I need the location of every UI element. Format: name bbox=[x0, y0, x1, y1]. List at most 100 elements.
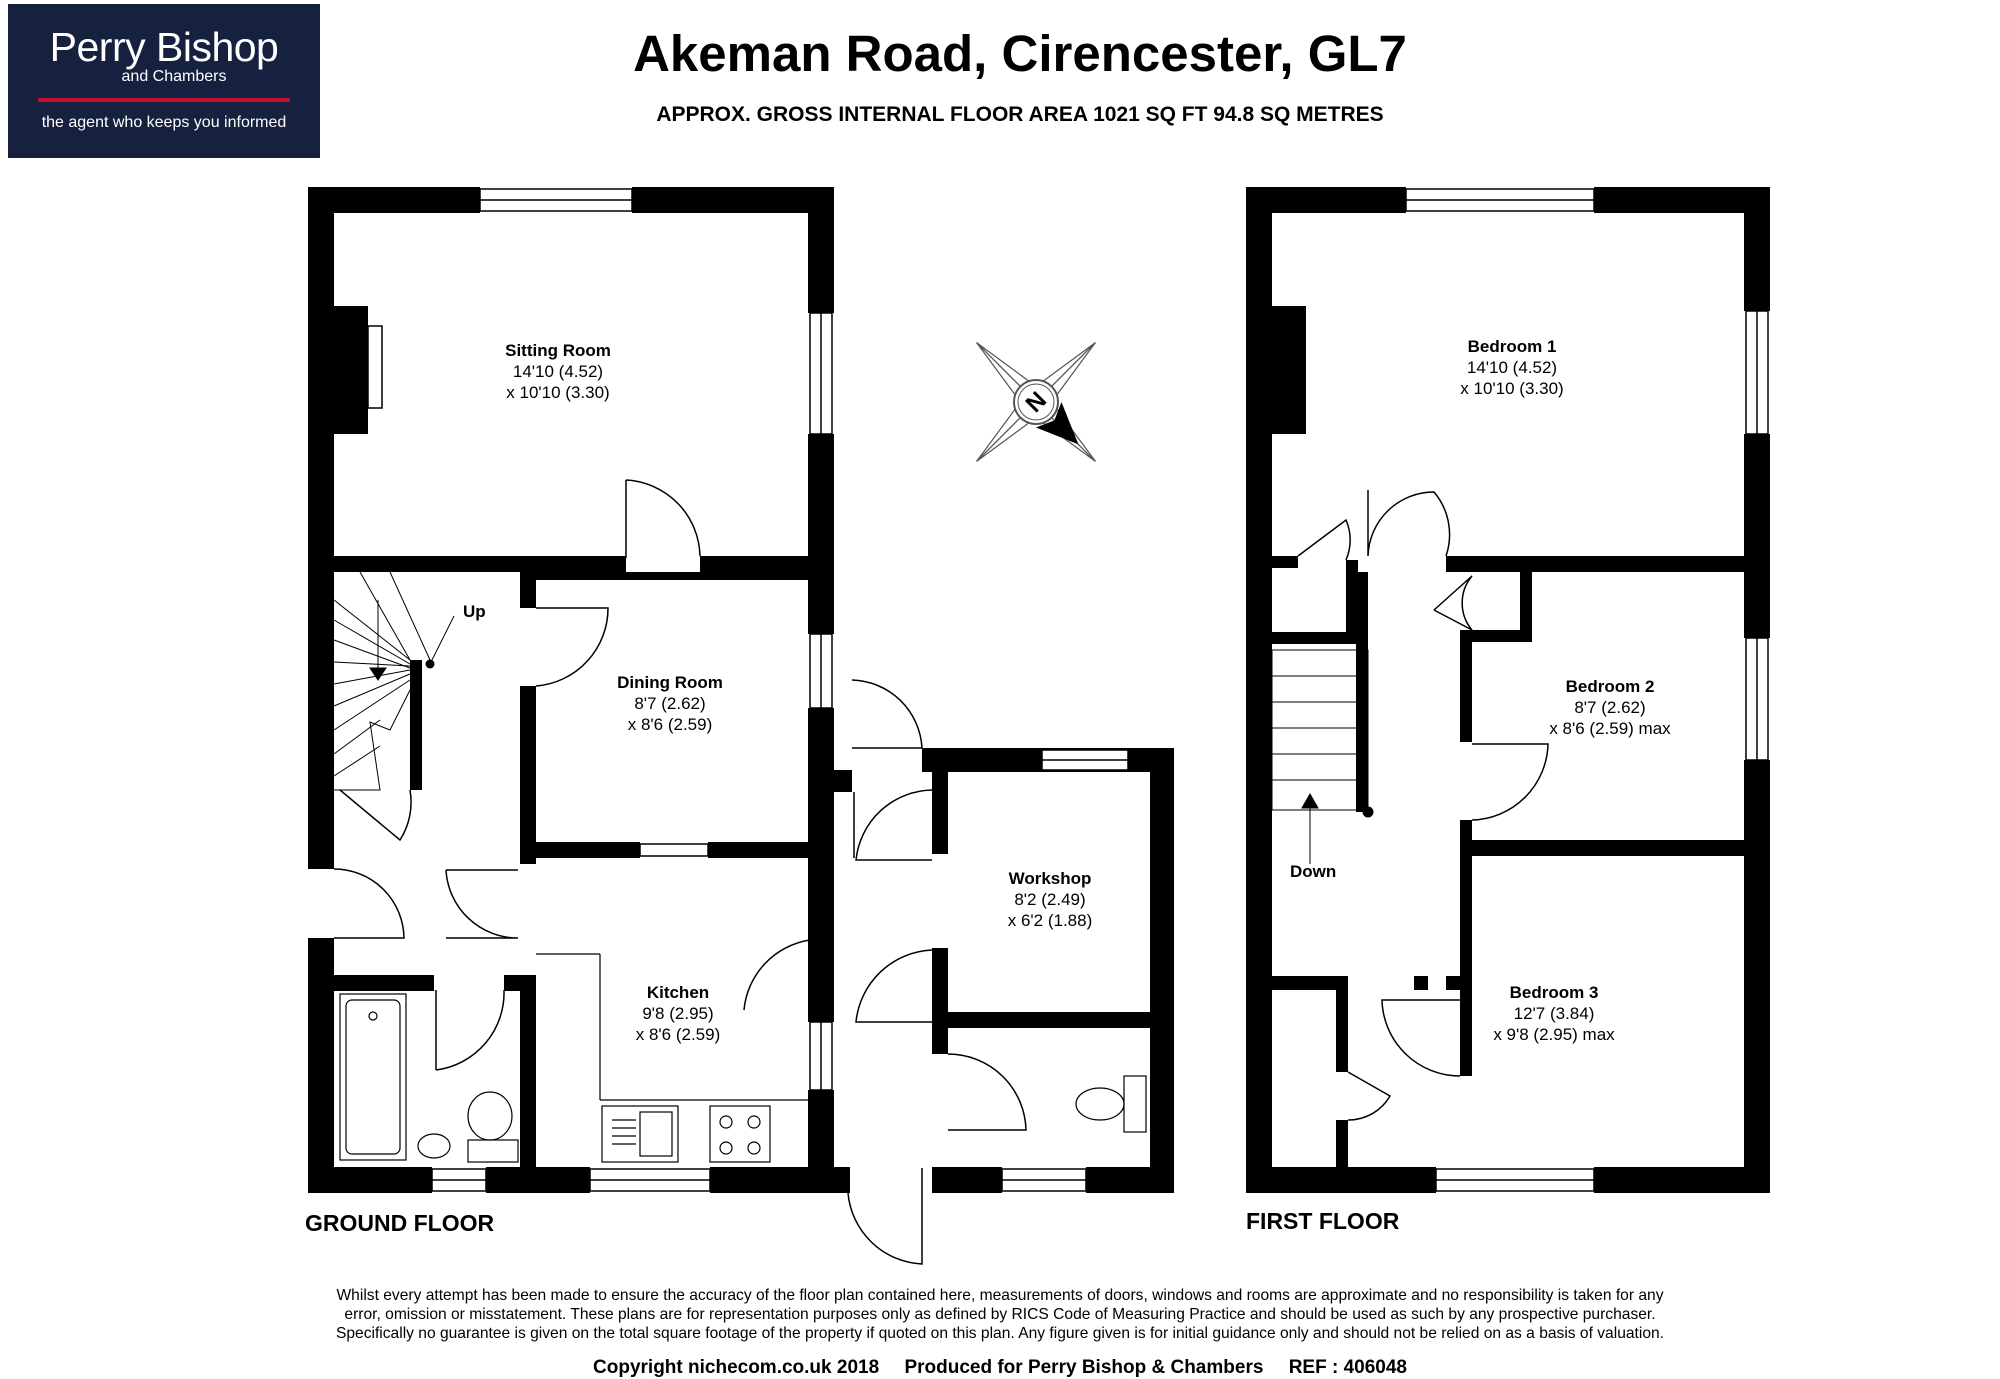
wall bbox=[1336, 1120, 1348, 1167]
room-name: Dining Room bbox=[617, 673, 723, 692]
wall bbox=[334, 975, 434, 991]
wall bbox=[536, 572, 808, 580]
room-dim: x 8'6 (2.59) max bbox=[1549, 719, 1671, 738]
door bbox=[1381, 999, 1461, 1077]
wall bbox=[1520, 572, 1532, 640]
fireplace bbox=[1272, 306, 1306, 434]
room-name: Workshop bbox=[1008, 869, 1092, 888]
door bbox=[1297, 518, 1351, 561]
first-floor-label: FIRST FLOOR bbox=[1246, 1208, 1400, 1234]
room-dim: 14'10 (4.52) bbox=[1466, 358, 1558, 377]
wall bbox=[932, 772, 948, 854]
wall bbox=[308, 187, 480, 213]
wall bbox=[520, 686, 536, 864]
footer-produced: Produced for Perry Bishop & Chambers bbox=[904, 1357, 1264, 1378]
room-dim: x 8'6 (2.59) bbox=[635, 1025, 721, 1044]
room-dim: 9'8 (2.95) bbox=[642, 1004, 714, 1023]
room-sitting-room: Sitting Room 14'10 (4.52) x 10'10 (3.30) bbox=[505, 340, 611, 403]
door bbox=[333, 868, 405, 939]
wall bbox=[1460, 630, 1532, 642]
wall bbox=[932, 1012, 1150, 1028]
ground-stairs bbox=[333, 571, 455, 791]
page-title: Akeman Road, Cirencester, GL7 bbox=[633, 25, 1407, 82]
wall bbox=[520, 572, 536, 608]
stairs-up-label: Up bbox=[463, 602, 486, 621]
basin bbox=[417, 1133, 451, 1159]
wall bbox=[308, 1167, 432, 1193]
door bbox=[855, 949, 933, 1023]
room-name: Bedroom 3 bbox=[1509, 983, 1599, 1002]
door bbox=[339, 789, 412, 842]
wall bbox=[932, 948, 948, 1026]
door bbox=[847, 1168, 923, 1265]
sink bbox=[601, 1105, 679, 1163]
wall bbox=[1356, 572, 1368, 812]
floor-area-subtitle: APPROX. GROSS INTERNAL FLOOR AREA 1021 S… bbox=[656, 103, 1384, 126]
stairs-down-label: Down bbox=[1290, 862, 1337, 881]
room-bedroom-2: Bedroom 2 8'7 (2.62) x 8'6 (2.59) max bbox=[1549, 676, 1670, 739]
wall bbox=[932, 1028, 948, 1054]
door bbox=[851, 679, 923, 749]
wall bbox=[834, 1167, 848, 1193]
room-name: Kitchen bbox=[646, 983, 710, 1002]
wall bbox=[1346, 560, 1358, 632]
wall bbox=[308, 187, 334, 869]
wall bbox=[808, 187, 834, 313]
room-bedroom-1: Bedroom 1 14'10 (4.52) x 10'10 (3.30) bbox=[1460, 336, 1563, 399]
wall bbox=[1414, 976, 1428, 990]
footer-copyright: Copyright nichecom.co.uk 2018 bbox=[593, 1357, 880, 1378]
wall bbox=[1472, 840, 1744, 856]
ground-floor-label: GROUND FLOOR bbox=[305, 1210, 495, 1236]
door bbox=[1471, 743, 1549, 821]
compass-rose-icon bbox=[976, 342, 1096, 462]
room-dim: x 9'8 (2.95) max bbox=[1493, 1025, 1615, 1044]
door bbox=[947, 1053, 1027, 1131]
wall bbox=[520, 975, 536, 1193]
door bbox=[1367, 490, 1451, 557]
wall bbox=[1446, 976, 1472, 990]
wall bbox=[1086, 1167, 1174, 1193]
room-dim: 12'7 (3.84) bbox=[1513, 1004, 1595, 1023]
footer: Copyright nichecom.co.uk 2018 Produced f… bbox=[230, 1357, 1770, 1379]
room-dim: 14'10 (4.52) bbox=[512, 362, 604, 381]
wall bbox=[632, 187, 834, 213]
door bbox=[1433, 575, 1473, 631]
door bbox=[1347, 1071, 1392, 1121]
wall bbox=[1272, 976, 1344, 990]
wall bbox=[1446, 556, 1744, 572]
windows bbox=[367, 188, 1769, 1192]
wall bbox=[1150, 748, 1174, 1193]
footer-ref: REF : 406048 bbox=[1288, 1357, 1407, 1378]
door bbox=[445, 869, 519, 939]
room-bedroom-3: Bedroom 3 12'7 (3.84) x 9'8 (2.95) max bbox=[1493, 982, 1614, 1045]
wall bbox=[932, 1167, 1002, 1193]
hearth bbox=[367, 325, 383, 409]
first-stairs bbox=[1271, 649, 1374, 864]
room-name: Bedroom 2 bbox=[1565, 677, 1655, 696]
wall bbox=[1272, 632, 1358, 644]
room-dining-room: Dining Room 8'7 (2.62) x 8'6 (2.59) bbox=[617, 672, 723, 735]
wall bbox=[1460, 642, 1472, 742]
door bbox=[855, 789, 933, 861]
disclaimer-line: Specifically no guarantee is given on th… bbox=[335, 1325, 1665, 1342]
door bbox=[743, 939, 811, 1011]
wall bbox=[1460, 820, 1472, 1076]
toilet bbox=[467, 1091, 513, 1141]
room-dim: 8'7 (2.62) bbox=[1574, 698, 1646, 717]
toilet bbox=[1075, 1087, 1125, 1121]
disclaimer-line: Whilst every attempt has been made to en… bbox=[336, 1287, 1664, 1304]
door bbox=[535, 607, 609, 687]
disclaimer-line: error, omission or misstatement. These p… bbox=[344, 1306, 1656, 1323]
bath bbox=[339, 993, 407, 1161]
wall bbox=[520, 842, 640, 858]
wall bbox=[410, 660, 422, 790]
wall bbox=[1272, 556, 1298, 568]
room-dim: x 10'10 (3.30) bbox=[506, 383, 610, 402]
wall bbox=[1744, 187, 1770, 311]
wall bbox=[1744, 760, 1770, 1193]
room-dim: 8'7 (2.62) bbox=[634, 694, 706, 713]
logo-name: Perry Bishop bbox=[49, 24, 279, 70]
wall bbox=[708, 842, 834, 858]
doors bbox=[333, 479, 1549, 1265]
